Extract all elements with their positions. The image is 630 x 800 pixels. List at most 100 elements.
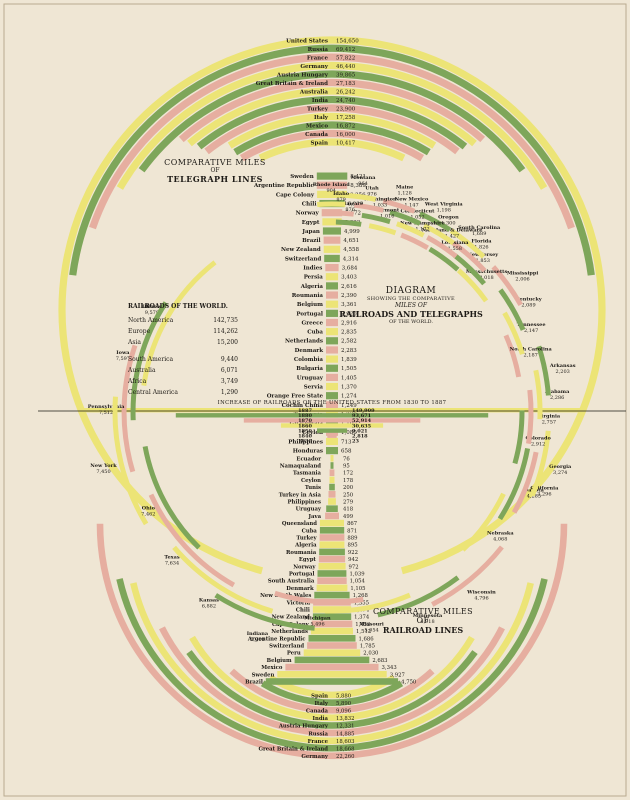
railroad-country-label: Turkey in Asia (279, 492, 322, 498)
increase-value-label: 9,021 (352, 428, 368, 434)
state-label: West Virginia (424, 201, 464, 207)
railroad-country-label: Queensland (282, 521, 317, 527)
increase-value-label: 2,818 (352, 434, 368, 440)
railroads-world-region: North America (128, 317, 174, 324)
railroad-value-label: 14,885 (336, 731, 355, 737)
telegraph-arc-band (204, 104, 460, 155)
telegraph-value-label: 2,390 (341, 293, 357, 299)
state-arc-band (142, 445, 201, 550)
railroad-value-label: 178 (343, 478, 354, 484)
railroad-value-label: 922 (348, 550, 358, 556)
telegraph-country-label: Ceylon (302, 430, 323, 436)
state-label: New Mexico (395, 196, 429, 202)
state-arc-band (426, 235, 458, 259)
state-value-label: 2,018 (479, 275, 493, 281)
telegraph-country-label: France (307, 56, 329, 62)
railroad-bar (317, 570, 347, 577)
telegraph-arc-band (196, 95, 468, 150)
state-label: Texas (164, 555, 180, 561)
state-value-label: 1,033 (373, 202, 387, 208)
state-value-label: 1,689 (472, 231, 486, 237)
telegraph-country-label: Russia (308, 47, 329, 53)
telegraph-country-label: Brazil (302, 238, 320, 244)
state-arc-band (536, 345, 551, 396)
railroad-value-label: 76 (343, 456, 350, 462)
state-arc-band (428, 246, 460, 272)
telegraph-value-label: 24,740 (336, 98, 356, 104)
telegraph-country-label: Switzerland (285, 256, 322, 262)
increase-value-label: 30,635 (352, 423, 372, 429)
telegraph-value-label: 1,405 (341, 375, 357, 381)
railroad-arc-band (116, 578, 548, 752)
railroad-country-label: Tunis (305, 485, 321, 491)
state-value-label: 7,462 (141, 512, 155, 518)
state-value-label: 5,496 (310, 621, 324, 627)
telegraph-country-label: Spain (311, 141, 328, 147)
railroad-value-label: 12,331 (336, 724, 355, 730)
railroad-country-label: Italy (315, 701, 329, 707)
railroad-country-label: Russia (308, 731, 328, 737)
railroad-value-label: 3,343 (382, 665, 397, 671)
telegraph-value-label: 2,920 (341, 311, 357, 317)
railroad-value-label: 499 (343, 514, 354, 520)
railroad-bar (307, 642, 357, 649)
railroad-country-label: Austria Hungary (278, 724, 329, 730)
state-value-label: 4,285 (527, 494, 541, 500)
state-label: Mississippi (507, 271, 538, 277)
state-arc-band (345, 192, 377, 202)
state-value-label: 1,300 (441, 220, 455, 226)
telegraph-country-label: Servia (304, 384, 324, 390)
state-label: Indiana (247, 631, 269, 637)
railroad-value-label: 1,105 (350, 586, 365, 592)
railroad-value-label: 9,096 (336, 709, 352, 715)
state-label: Massachusetts (466, 269, 508, 275)
telegraph-value-label: 2,616 (341, 284, 357, 290)
railroad-country-label: Mexico (261, 665, 283, 671)
telegraph-bar (326, 392, 338, 400)
telegraph-country-label: Turkey (307, 107, 329, 113)
telegraph-bar (326, 282, 338, 290)
state-label: Minnesota (413, 613, 443, 619)
telegraph-bar (326, 318, 338, 327)
state-arc-band (130, 301, 168, 421)
telegraph-country-label: Persia (304, 275, 324, 281)
railroad-country-label: Argentine Republic (247, 636, 306, 642)
telegraph-value-label: 10,417 (336, 141, 356, 147)
railroad-arc-band (96, 523, 568, 760)
diagram-title: DIAGRAM SHOWING THE COMPARATIVE MILES OF… (336, 286, 486, 325)
state-value-label: 879 (336, 197, 346, 203)
railroad-country-label: South Australia (268, 579, 315, 585)
railroad-value-label: 3,927 (390, 672, 405, 678)
increase-value-label: 93,671 (352, 413, 371, 419)
state-value-label: 2,912 (531, 442, 545, 448)
telegraph-country-label: Cochin China (282, 403, 324, 409)
railroad-value-label: 972 (349, 564, 359, 570)
telegraph-arc-band (239, 129, 425, 162)
telegraph-value-label: 8,389 (350, 183, 366, 189)
state-label: Kansas (199, 598, 219, 604)
state-arc-band (418, 211, 452, 232)
state-arc-band (377, 575, 460, 618)
railroad-bar (319, 519, 344, 527)
telegraph-bar (326, 355, 338, 363)
telegraph-value-label: 2,916 (341, 320, 357, 326)
telegraph-value-label: 23,900 (336, 107, 356, 113)
railroad-country-label: Algeria (294, 543, 317, 549)
railroad-title-line2: RAILROAD LINES (382, 625, 464, 635)
telegraph-country-label: Netherlands (285, 339, 323, 345)
railroad-bar (311, 620, 353, 628)
state-label: New Hampshire (400, 221, 445, 227)
telegraph-bar (326, 364, 338, 372)
state-arc-band (368, 223, 397, 236)
railroad-country-label: Germany (301, 754, 329, 760)
state-arc-band (382, 198, 416, 214)
state-label: South Carolina (458, 225, 501, 231)
state-label: North Carolina (510, 346, 553, 352)
telegraph-title: COMPARATIVE MILES OF TELEGRAPH LINES (150, 158, 280, 184)
increase-year-label: 1880 (298, 413, 312, 419)
railroad-country-label: Peru (287, 651, 301, 657)
telegraph-country-label: Norway (296, 211, 320, 217)
